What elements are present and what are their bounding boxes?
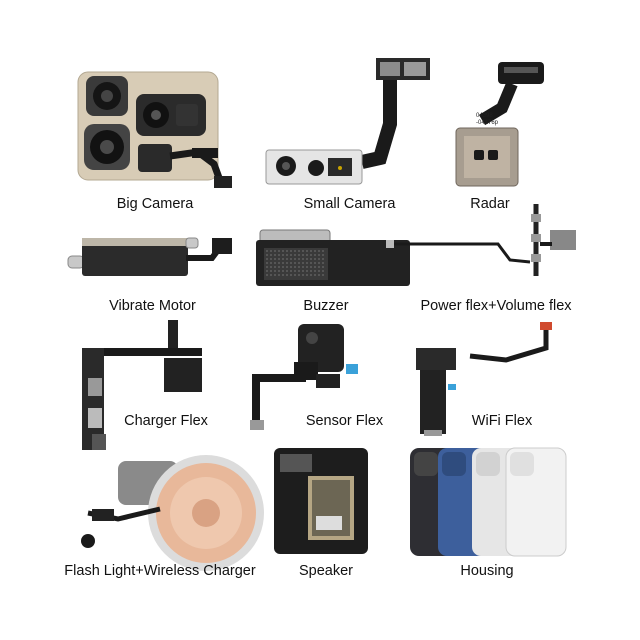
radar-item: 04398 -04176p [452,58,552,188]
vibrate-motor-image [67,237,232,276]
sensor-flex-image [250,324,358,430]
sensor-flex-item [246,322,366,432]
speaker-image [274,448,368,554]
sensor-flex-label: Sensor Flex [305,413,384,429]
charger-flex-label: Charger Flex [124,413,208,429]
power-volume-flex-label: Power flex+Volume flex [420,298,572,314]
small-camera-image [265,58,430,185]
speaker-label: Speaker [298,563,353,579]
vibrate-motor-item [66,232,234,282]
speaker-item [272,446,370,558]
small-camera-item [262,54,437,189]
big-camera-label: Big Camera [116,196,194,212]
buzzer-label: Buzzer [303,298,349,314]
big-camera-item [72,68,242,193]
vibrate-motor-label: Vibrate Motor [109,298,196,314]
housing-item [410,447,567,558]
power-volume-flex-item [386,200,586,280]
flash-wireless-item [78,455,264,571]
wifi-flex-image [416,322,552,436]
wifi-flex-item [410,320,560,438]
buzzer-item [254,226,412,290]
small-camera-label: Small Camera [303,196,396,212]
radar-image [455,62,544,187]
buzzer-image [256,229,410,286]
flash-wireless-label: Flash Light+Wireless Charger [64,563,256,579]
charger-flex-image [82,320,202,450]
wifi-flex-label: WiFi Flex [471,413,533,429]
housing-image [410,447,567,557]
radar-chip-text: 04398 -04176p [476,113,499,126]
big-camera-image [77,71,232,188]
radar-label: Radar [470,196,510,212]
charger-flex-item [78,318,208,453]
power-volume-flex-image [386,204,576,276]
flash-wireless-image [81,455,264,571]
housing-label: Housing [460,563,514,579]
